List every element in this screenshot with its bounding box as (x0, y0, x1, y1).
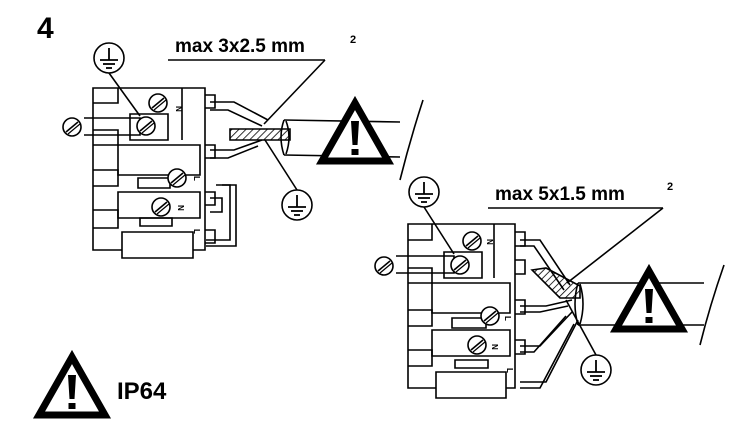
lower-cable-spec-exponent: 2 (667, 181, 673, 193)
earth-wire (530, 267, 581, 299)
protection-rating: IP64 (117, 378, 167, 405)
terminal-label: L (192, 229, 201, 234)
upper-cable-spec-exponent: 2 (350, 34, 356, 46)
screw-icon (467, 335, 487, 355)
screw-icon (62, 117, 82, 137)
terminal-label: L (505, 368, 514, 373)
terminal-label: N (485, 239, 494, 245)
earth-wire (229, 128, 291, 141)
lower-cable-spec: max 5x1.5 mm (495, 184, 625, 205)
screw-icon (136, 116, 156, 136)
terminal-label: N (174, 106, 183, 112)
lower-terminal-block (396, 223, 526, 399)
ground-symbol-icon (281, 189, 313, 221)
screw-icon (167, 168, 187, 188)
lower-leader (488, 207, 664, 284)
upper-cable-spec: max 3x2.5 mm (175, 36, 305, 57)
terminal-label: L (192, 176, 201, 181)
terminal-label: L (503, 316, 512, 321)
ground-symbol-icon (408, 176, 440, 208)
warning-triangle-icon (39, 357, 105, 415)
terminal-label: N (176, 205, 185, 211)
upper-wires (206, 101, 269, 247)
screw-icon (151, 197, 171, 217)
warning-triangle-icon (322, 103, 388, 161)
upper-leader (168, 59, 326, 125)
screw-icon (462, 231, 482, 251)
step-number: 4 (37, 12, 54, 45)
terminal-label: N (490, 344, 499, 350)
upper-terminal-block (84, 87, 216, 259)
screw-icon (148, 93, 168, 113)
screw-icon (480, 306, 500, 326)
screw-icon (374, 256, 394, 276)
ground-symbol-icon (93, 42, 125, 74)
warning-triangle-icon (616, 271, 682, 329)
screw-icon (450, 255, 470, 275)
ground-symbol-icon (580, 354, 612, 386)
lower-wires (520, 239, 579, 389)
